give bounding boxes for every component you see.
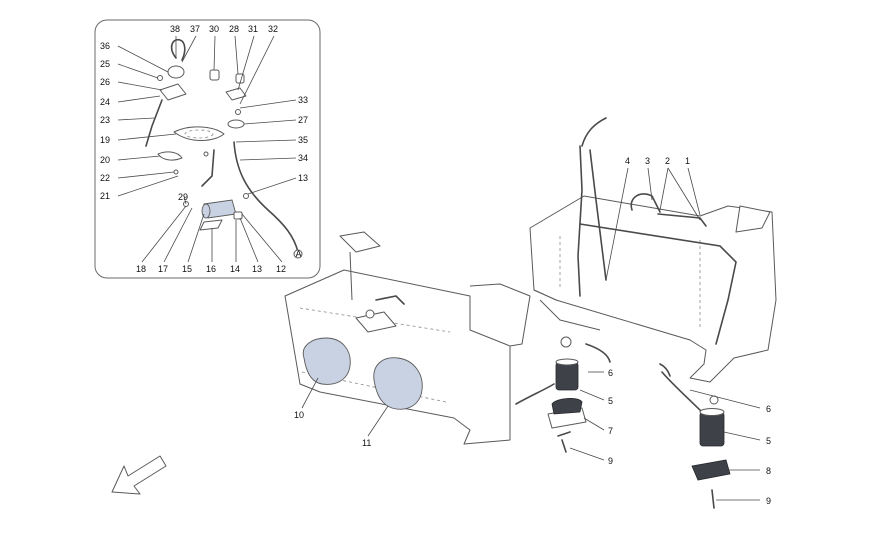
callout-23: 23 (100, 115, 110, 125)
callout-36: 36 (100, 41, 110, 51)
vent-tube-assembly (577, 117, 737, 345)
callout-31: 31 (248, 24, 258, 34)
callout-9-right: 9 (766, 496, 771, 506)
fuel-pump-assembly-right (659, 363, 731, 509)
callout-4: 4 (625, 156, 630, 166)
inset-detail-panel: A (94, 19, 321, 279)
callout-5-left: 5 (608, 396, 613, 406)
callout-2: 2 (665, 156, 670, 166)
callout-26: 26 (100, 77, 110, 87)
callout-18: 18 (136, 264, 146, 274)
fuel-tank-left (302, 337, 351, 385)
callout-13-lower: 13 (252, 264, 262, 274)
callout-13-upper: 13 (298, 173, 308, 183)
callout-8: 8 (766, 466, 771, 476)
fuel-level-sender-assembly (145, 38, 187, 147)
connector-marker-inset: A (296, 249, 302, 259)
callout-38: 38 (170, 24, 180, 34)
callout-7: 7 (608, 426, 613, 436)
callout-28: 28 (229, 24, 239, 34)
callout-5-right: 5 (766, 436, 771, 446)
fuel-hose-with-connector: A (201, 141, 303, 259)
mounting-gasket-plate (157, 126, 225, 175)
fuel-pump-assembly-left (515, 336, 611, 453)
callout-3: 3 (645, 156, 650, 166)
callout-1: 1 (685, 156, 690, 166)
callout-10: 10 (294, 410, 304, 420)
callout-16: 16 (206, 264, 216, 274)
callout-20: 20 (100, 155, 110, 165)
forward-direction-arrow-icon (111, 455, 167, 495)
callout-9-left: 9 (608, 456, 613, 466)
callout-labels-inset: 38 37 30 28 31 32 36 25 26 24 23 19 20 2… (100, 24, 308, 274)
fuel-filter-assembly (183, 193, 249, 231)
callout-labels-main: 1 2 3 4 5 5 6 6 7 8 9 9 10 11 (294, 156, 771, 506)
rear-bulkhead-frame (529, 195, 777, 383)
callout-27: 27 (298, 115, 308, 125)
tank-support-frame (284, 231, 531, 445)
callout-34: 34 (298, 153, 308, 163)
central-pump-module (355, 295, 405, 333)
callout-6-left: 6 (608, 368, 613, 378)
callout-24: 24 (100, 97, 110, 107)
callout-21: 21 (100, 191, 110, 201)
callout-17: 17 (158, 264, 168, 274)
callout-30: 30 (209, 24, 219, 34)
fuel-tank-right (373, 357, 423, 410)
callout-11: 11 (362, 438, 371, 448)
callout-25: 25 (100, 59, 110, 69)
callout-35: 35 (298, 135, 308, 145)
callout-22: 22 (100, 173, 110, 183)
callout-33: 33 (298, 95, 308, 105)
callout-32: 32 (268, 24, 278, 34)
callout-15: 15 (182, 264, 192, 274)
callout-29: 29 (178, 192, 188, 202)
callout-12: 12 (276, 264, 286, 274)
callout-14: 14 (230, 264, 240, 274)
callout-leader-lines (117, 35, 761, 501)
callout-19: 19 (100, 135, 110, 145)
callout-6-right: 6 (766, 404, 771, 414)
callout-37: 37 (190, 24, 200, 34)
